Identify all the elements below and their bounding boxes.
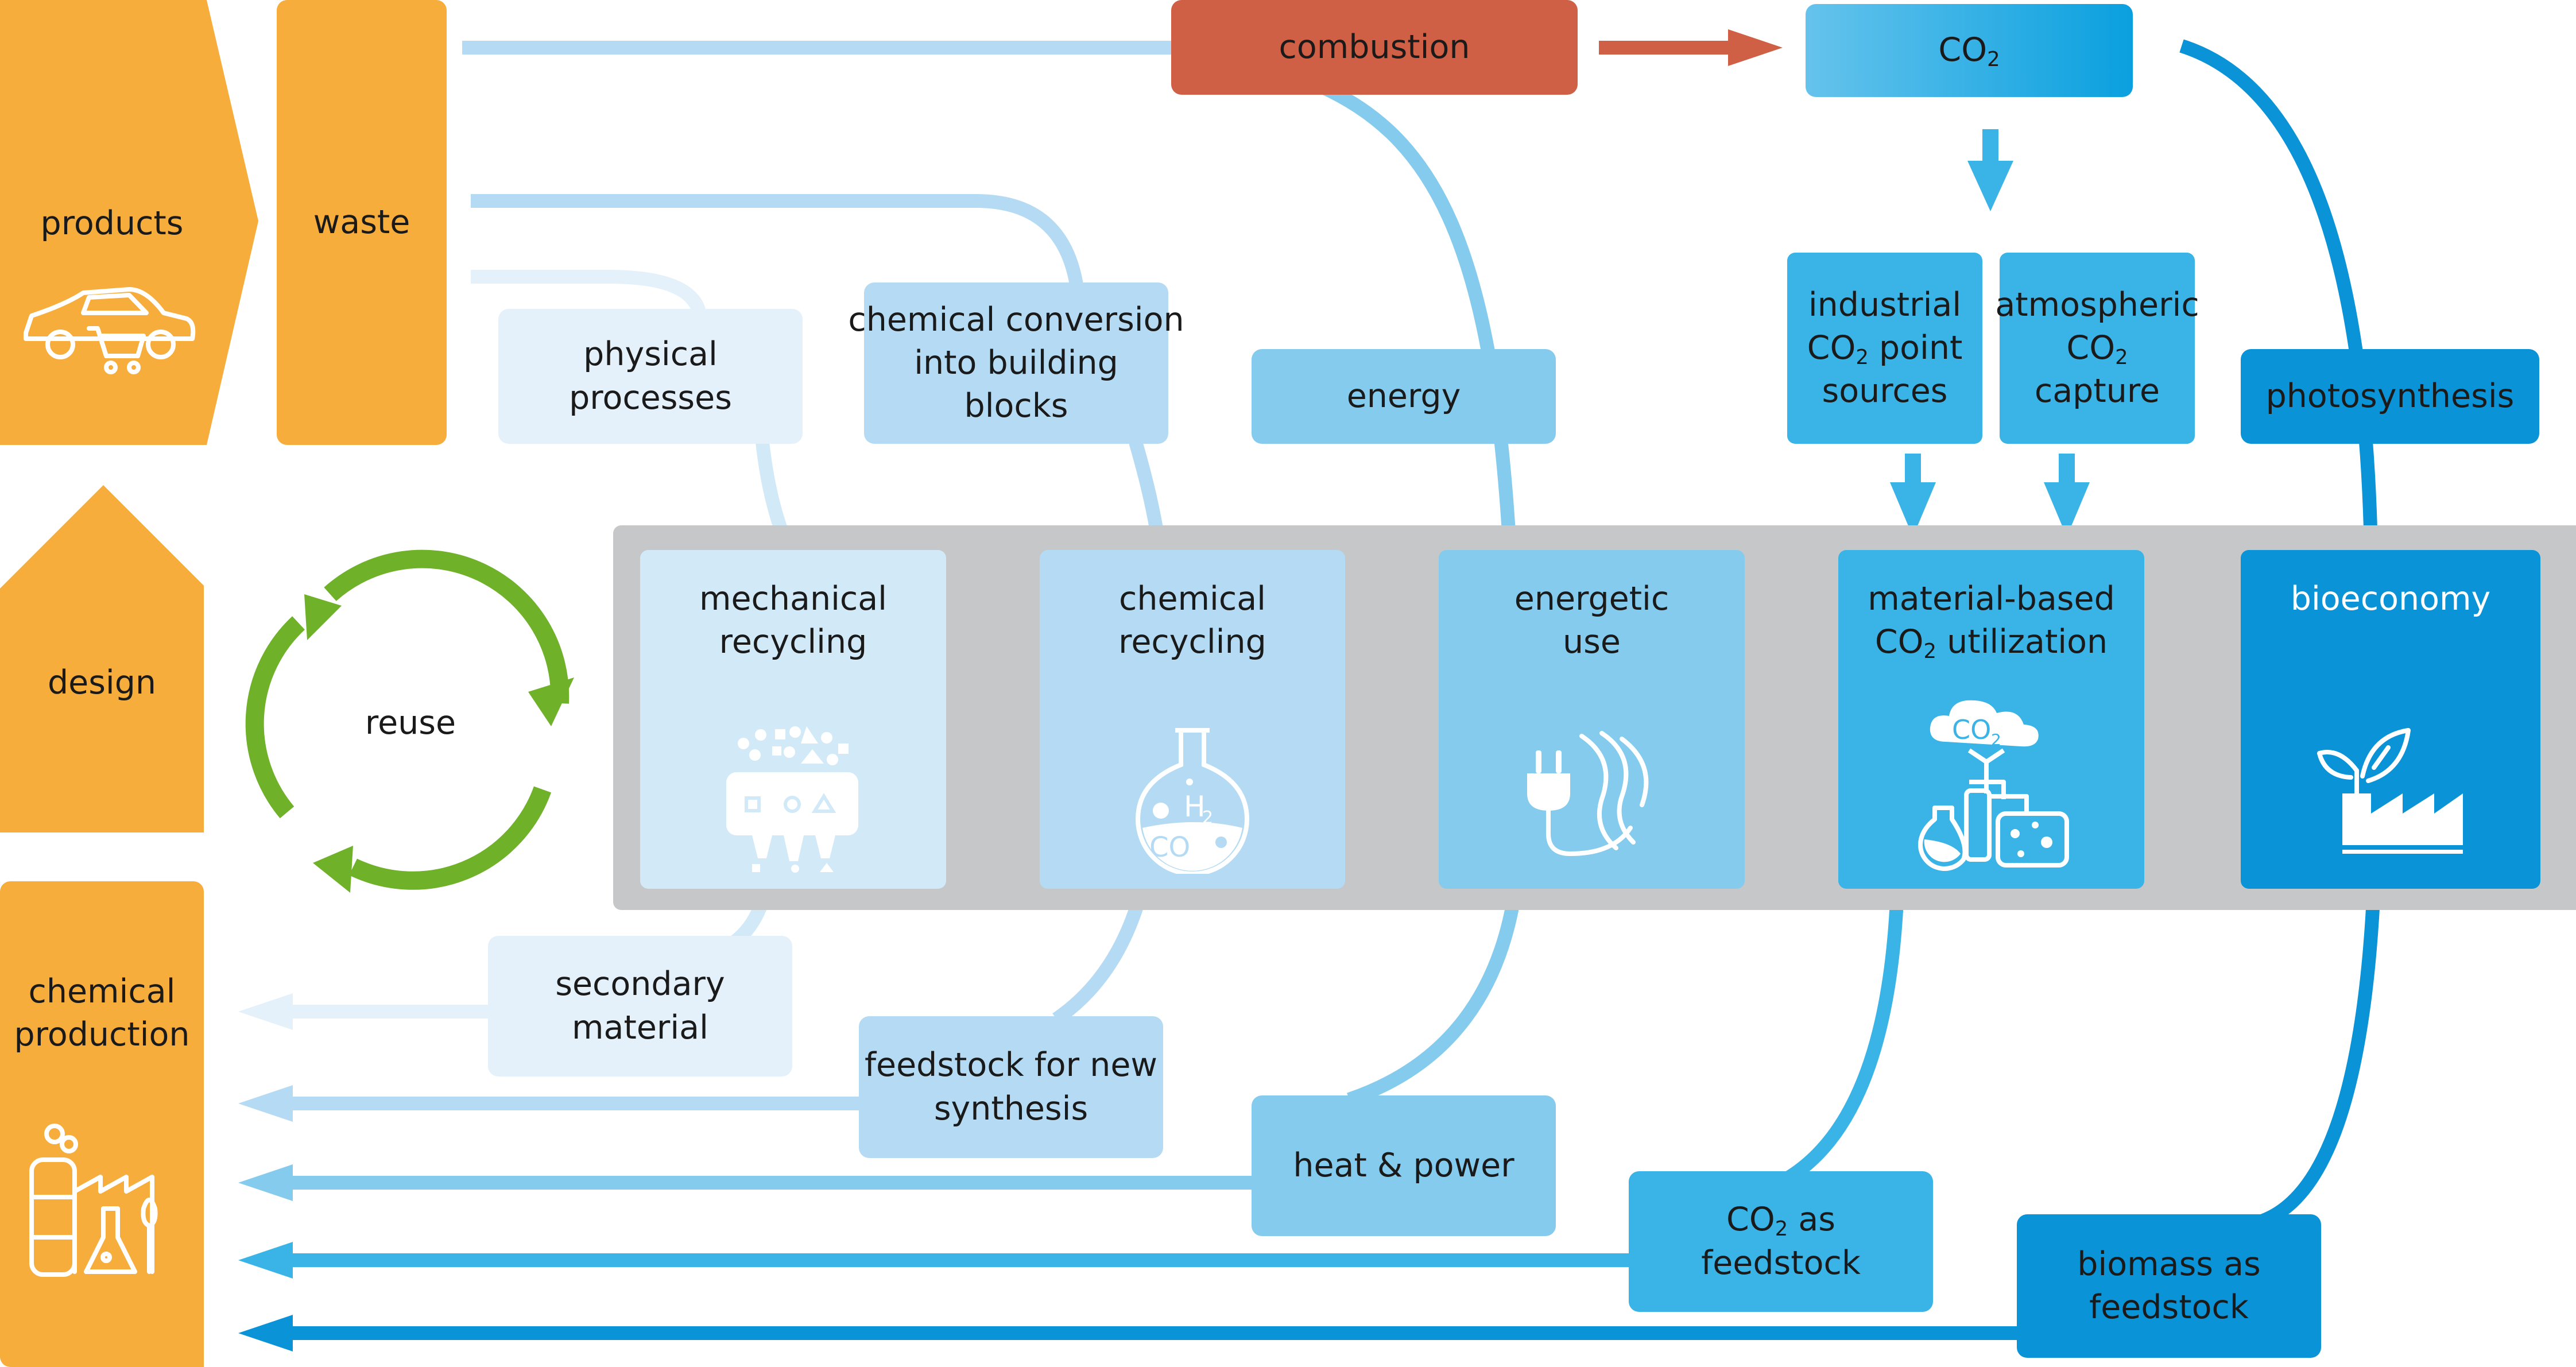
heat-power-box: heat & power [1252, 1095, 1556, 1236]
co2-down-arrow [1967, 129, 2013, 211]
bioeconomy-to-biomass-flow [2254, 886, 2381, 1230]
co2-box: CO2 [1806, 4, 2133, 97]
h2-label: H [1184, 790, 1206, 823]
chemical-plant-icon [29, 1124, 158, 1277]
co2-feedstock-box: CO2 as feedstock [1629, 1171, 1933, 1312]
products-label: products [40, 204, 184, 243]
energy-box: energy [1252, 349, 1556, 444]
return-arrow-heat-power [238, 1164, 1257, 1201]
industrial-co2-box: industrial CO2 point sources [1787, 253, 1982, 444]
waste-box: waste [277, 0, 447, 445]
return-arrow-co2-feedstock [238, 1242, 1636, 1279]
cloud-co2-subscript: 2 [1991, 730, 2001, 749]
photosynthesis-box: photosynthesis [2241, 349, 2539, 444]
industrial-down-arrow [1890, 454, 1936, 537]
chemical-production-box: chemical production [0, 881, 204, 1367]
return-arrow-biomass [238, 1315, 2021, 1351]
material-to-co2-feedstock-flow [1776, 886, 1904, 1189]
return-arrow-feedstock [238, 1085, 861, 1122]
combustion-to-co2-arrow [1599, 29, 1783, 66]
cloud-co2-label: CO [1952, 714, 1991, 745]
factory-with-leaves-icon [2317, 728, 2463, 854]
combustion-to-energetic-flow [1318, 80, 1517, 552]
design-shape [0, 485, 204, 832]
reuse-label: reuse [365, 704, 456, 742]
car-with-shopping-cart-icon [24, 287, 196, 374]
reuse-cycle-icon [245, 549, 574, 893]
design-label: design [47, 664, 157, 702]
flask-icon: H 2 CO [1135, 728, 1250, 874]
plug-with-heat-waves-icon [1527, 731, 1649, 857]
atmospheric-down-arrow [2044, 454, 2090, 537]
combustion-box: combustion [1171, 0, 1578, 95]
co2-cloud-lab-icon: CO 2 [1918, 700, 2069, 871]
shredder-icon [726, 726, 858, 873]
energetic-to-heat-power-flow [1347, 886, 1523, 1106]
h2-subscript: 2 [1202, 808, 1213, 828]
co-label: CO [1149, 831, 1190, 863]
atmospheric-co2-box: atmospheric CO2 capture [1995, 253, 2199, 444]
co2-to-bioeconomy-flow [2179, 39, 2378, 552]
return-arrow-secondary [238, 993, 494, 1030]
